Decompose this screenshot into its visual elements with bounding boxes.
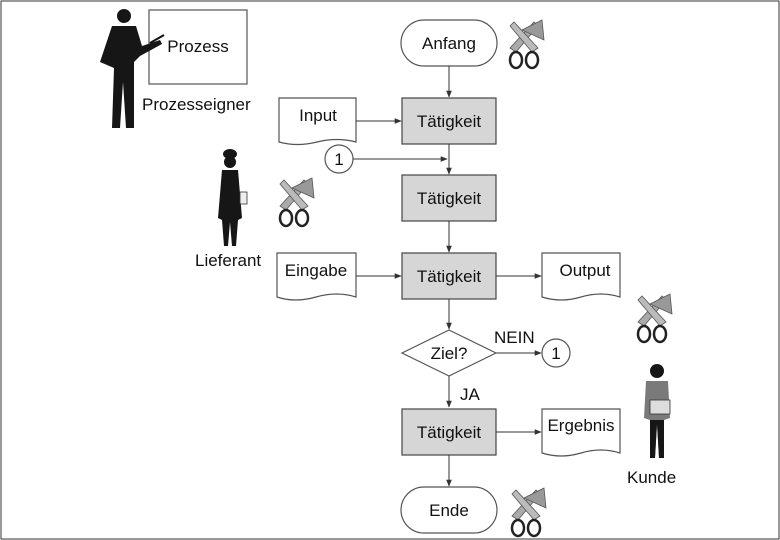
end-label: Ende [429, 501, 469, 520]
no-label: NEIN [494, 328, 535, 347]
input-label: Input [299, 106, 337, 125]
scissors-icon [508, 18, 546, 70]
process-box-label: Prozess [167, 37, 228, 56]
owner-label: Prozesseigner [142, 95, 251, 114]
output-label: Output [559, 261, 610, 280]
connector-out [541, 338, 571, 368]
scissors-icon [510, 486, 548, 538]
activity-box-1 [401, 97, 497, 145]
process-box [148, 9, 248, 85]
connector-in-label: 1 [334, 150, 343, 169]
activity-box-2 [401, 174, 497, 222]
ergebnis-label: Ergebnis [547, 416, 614, 435]
scissors-icon [278, 176, 316, 228]
activity-label-4: Tätigkeit [417, 423, 482, 442]
activity-label-2: Tätigkeit [417, 189, 482, 208]
person-supplier-icon [218, 149, 248, 246]
activity-label-3: Tätigkeit [417, 267, 482, 286]
supplier-label: Lieferant [195, 251, 261, 270]
connector-out-label: 1 [551, 344, 560, 363]
ergebnis-document [541, 408, 621, 457]
eingabe-label: Eingabe [285, 261, 347, 280]
end-node [400, 486, 498, 534]
person-pointer-icon [100, 9, 165, 128]
customer-label: Kunde [627, 468, 676, 487]
output-document [541, 252, 621, 301]
eingabe-document [276, 252, 357, 301]
input-document [278, 97, 357, 146]
activity-label-1: Tätigkeit [417, 112, 482, 131]
yes-label: JA [460, 385, 481, 404]
person-customer-icon [644, 364, 671, 458]
start-label: Anfang [422, 34, 476, 53]
decision-label: Ziel? [431, 344, 468, 363]
scissors-icon [636, 292, 674, 344]
